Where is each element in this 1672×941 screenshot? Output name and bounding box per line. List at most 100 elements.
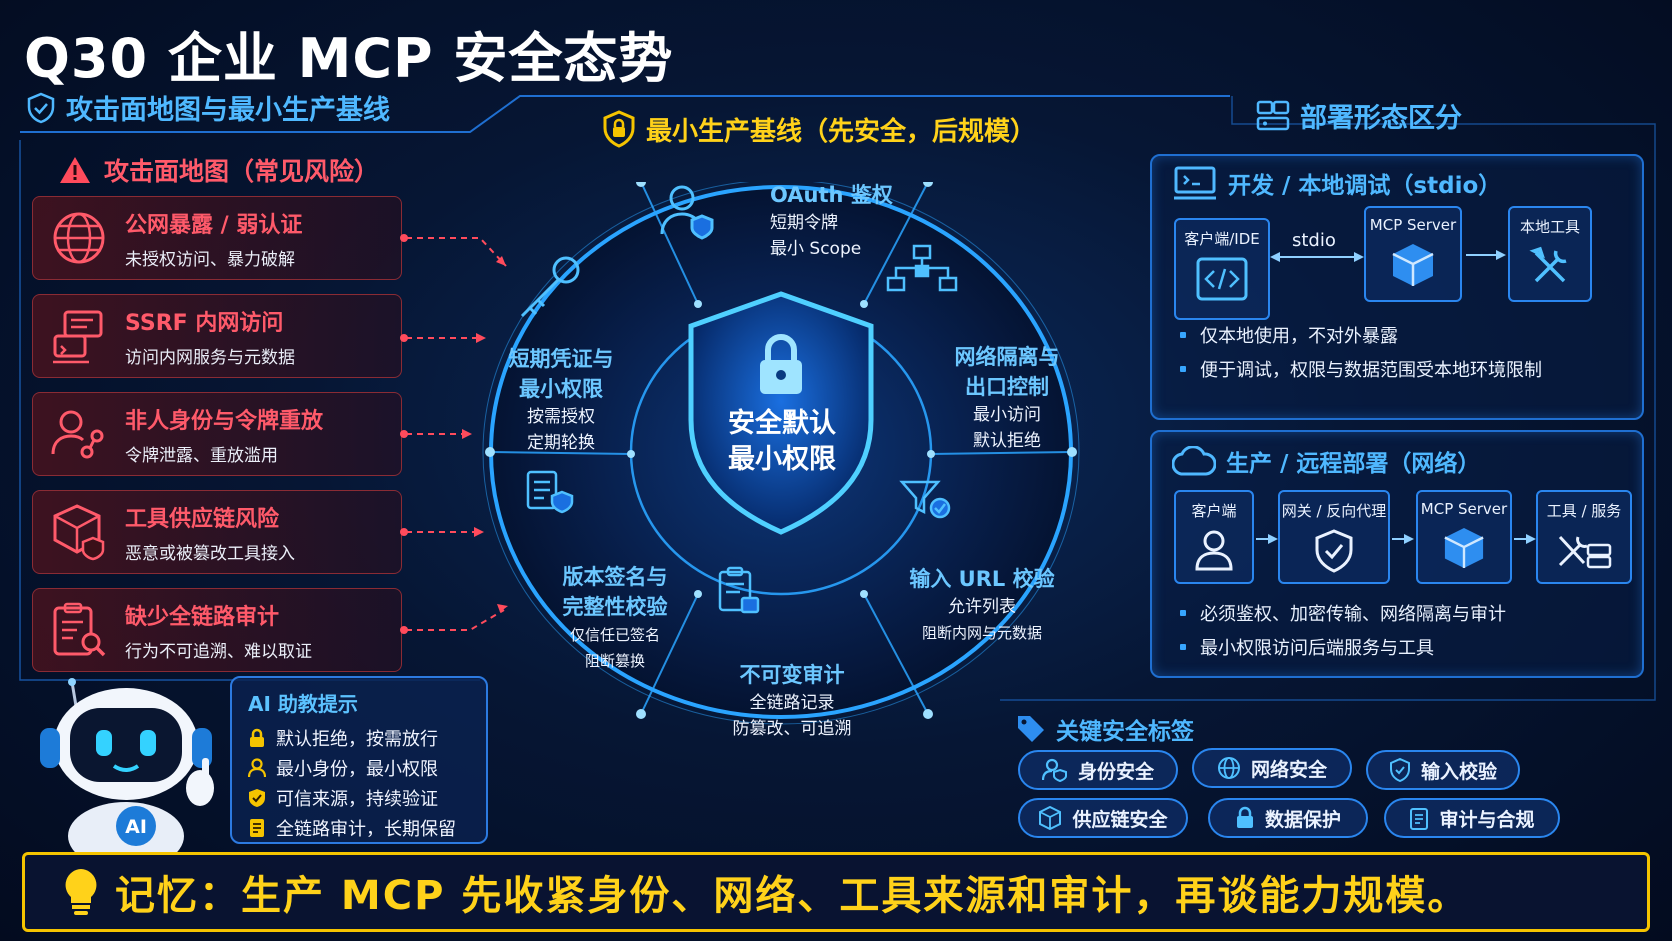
tag-icon — [1018, 716, 1044, 742]
dev-link-label: stdio — [1292, 230, 1336, 251]
segment-line: 定期轮换 — [527, 433, 595, 453]
user-shield-icon — [1041, 758, 1067, 782]
segment-title: 版本签名与 — [562, 565, 668, 589]
tag-label: 数据保护 — [1264, 808, 1341, 831]
segment-line: 最小 Scope — [770, 239, 862, 259]
segment-line: 全链路记录 — [749, 693, 835, 713]
risk-title: 缺少全链路审计 — [125, 604, 280, 630]
monitor-icon — [1174, 166, 1216, 200]
ai-tips-heading: AI 助教提示 — [248, 692, 358, 716]
tag-label: 输入校验 — [1420, 760, 1497, 783]
clipboard-search-icon — [53, 602, 106, 657]
arrow-right — [1466, 250, 1506, 260]
tip-item: 全链路审计，长期保留 — [248, 813, 470, 843]
lightbulb-icon — [65, 869, 97, 915]
deploy-icon — [1256, 100, 1290, 130]
shield-check-icon — [249, 789, 265, 807]
user-key-icon — [51, 410, 104, 459]
funnel-check-icon — [899, 480, 951, 519]
tip-item: 可信来源，持续验证 — [248, 783, 470, 813]
bullet-text: 仅本地使用，不对外暴露 — [1200, 326, 1398, 347]
prod-heading: 生产 / 远程部署（网络） — [1172, 444, 1480, 478]
tag-label: 审计与合规 — [1439, 808, 1535, 831]
risk-card-ssrf: SSRF 内网访问访问内网服务与元数据 — [32, 294, 402, 378]
segment-title: 输入 URL 校验 — [909, 567, 1055, 591]
dev-node-local-tool: 本地工具 — [1508, 206, 1592, 302]
network-lock-icon — [886, 244, 958, 292]
core-label: 安全默认 最小权限 — [672, 406, 892, 478]
tag-input-validation: 输入校验 — [1366, 750, 1520, 790]
tag-network-security: 网络安全 — [1192, 748, 1352, 788]
risk-desc: 未授权访问、暴力破解 — [125, 249, 295, 270]
node-label: 本地工具 — [1519, 218, 1580, 236]
server-terminal-icon — [53, 310, 103, 364]
dev-bullet: 便于调试，权限与数据范围受本地环境限制 — [1180, 356, 1542, 382]
node-label: MCP Server — [1369, 216, 1457, 234]
risk-card-public-exposure: 公网暴露 / 弱认证未授权访问、暴力破解 — [32, 196, 402, 280]
risk-desc: 访问内网服务与元数据 — [125, 347, 295, 368]
prod-heading-text: 生产 / 远程部署（网络） — [1226, 451, 1481, 477]
dev-heading: 开发 / 本地调试（stdio） — [1172, 166, 1501, 200]
robot-badge-label: AI — [125, 816, 147, 838]
robot-mascot-icon: AI — [40, 678, 214, 852]
segment-signing: 版本签名与 完整性校验 仅信任已签名 阻断篡换 — [545, 562, 685, 674]
user-icon — [248, 758, 266, 778]
segment-url-validation: 输入 URL 校验 允许列表 阻断内网与元数据 — [892, 564, 1072, 646]
globe-icon — [1217, 757, 1240, 779]
prod-panel: 生产 / 远程部署（网络） 客户端 网关 / 反向代理 MCP Server 工… — [1150, 430, 1644, 678]
clipboard-lock-icon — [718, 566, 760, 614]
globe-icon — [53, 212, 105, 264]
ai-tips-box: AI 助教提示 默认拒绝，按需放行 最小身份，最小权限 可信来源，持续验证 全链… — [230, 676, 488, 844]
risk-desc: 行为不可追溯、难以取证 — [125, 641, 312, 662]
key-icon — [520, 256, 580, 318]
risk-card-token-replay: 非人身份与令牌重放令牌泄露、重放滥用 — [32, 392, 402, 476]
shield-check-icon — [27, 92, 55, 123]
prod-node-gateway: 网关 / 反向代理 — [1278, 490, 1390, 584]
tag-label: 网络安全 — [1250, 758, 1327, 781]
shield-check-icon — [1315, 529, 1353, 573]
prod-node-mcp-server: MCP Server — [1416, 490, 1512, 584]
segment-short-credentials: 短期凭证与 最小权限 按需授权 定期轮换 — [496, 344, 626, 456]
prod-bullet: 必须鉴权、加密传输、网络隔离与审计 — [1180, 600, 1506, 626]
tip-text: 默认拒绝，按需放行 — [276, 729, 438, 750]
node-label: MCP Server — [1420, 500, 1508, 518]
segment-line: 仅信任已签名 — [569, 626, 660, 644]
document-icon — [250, 819, 264, 837]
segment-line: 默认拒绝 — [973, 431, 1041, 451]
dev-node-mcp-server: MCP Server — [1364, 206, 1462, 302]
segment-oauth: OAuth 鉴权 短期令牌 最小 Scope — [770, 180, 893, 262]
segment-title: 最小权限 — [519, 377, 603, 401]
risk-map-heading-text: 攻击面地图（常见风险） — [104, 157, 380, 186]
cloud-icon — [1172, 446, 1216, 476]
tag-data-protection: 数据保护 — [1208, 798, 1368, 838]
segment-line: 阻断篡换 — [584, 652, 645, 670]
segment-title: 短期凭证与 — [508, 347, 614, 371]
segment-title: 完整性校验 — [562, 595, 668, 619]
dev-node-client: 客户端/IDE — [1174, 218, 1270, 320]
tip-item: 默认拒绝，按需放行 — [248, 723, 470, 753]
shield-check-icon — [1389, 758, 1410, 782]
tip-text: 可信来源，持续验证 — [276, 789, 438, 810]
segment-line: 防篡改、可追溯 — [732, 719, 852, 739]
right-section-heading-text: 部署形态区分 — [1300, 103, 1462, 134]
risk-desc: 恶意或被篡改工具接入 — [125, 543, 295, 564]
segment-line: 短期令牌 — [770, 213, 838, 233]
page-title: Q30 企业 MCP 安全态势 — [24, 27, 674, 90]
segment-line: 阻断内网与元数据 — [921, 624, 1042, 642]
segment-immutable-audit: 不可变审计 全链路记录 防篡改、可追溯 — [712, 660, 872, 742]
shield-lock-icon — [603, 110, 635, 148]
tags-heading-text: 关键安全标签 — [1056, 719, 1194, 745]
dev-heading-text: 开发 / 本地调试（stdio） — [1228, 173, 1502, 199]
dev-panel: 开发 / 本地调试（stdio） 客户端/IDE stdio MCP Serve… — [1150, 154, 1644, 420]
dev-bullet: 仅本地使用，不对外暴露 — [1180, 322, 1398, 348]
bullet-text: 必须鉴权、加密传输、网络隔离与审计 — [1200, 604, 1506, 625]
risk-title: 非人身份与令牌重放 — [125, 408, 324, 434]
segment-title: 出口控制 — [965, 375, 1049, 399]
prod-node-client: 客户端 — [1174, 490, 1254, 584]
center-heading-text: 最小生产基线（先安全，后规模） — [646, 116, 1037, 147]
tag-supply-chain: 供应链安全 — [1018, 798, 1188, 838]
tools-icon — [1529, 246, 1567, 283]
prod-bullet: 最小权限访问后端服务与工具 — [1180, 634, 1434, 660]
arrow-right — [1392, 534, 1414, 544]
